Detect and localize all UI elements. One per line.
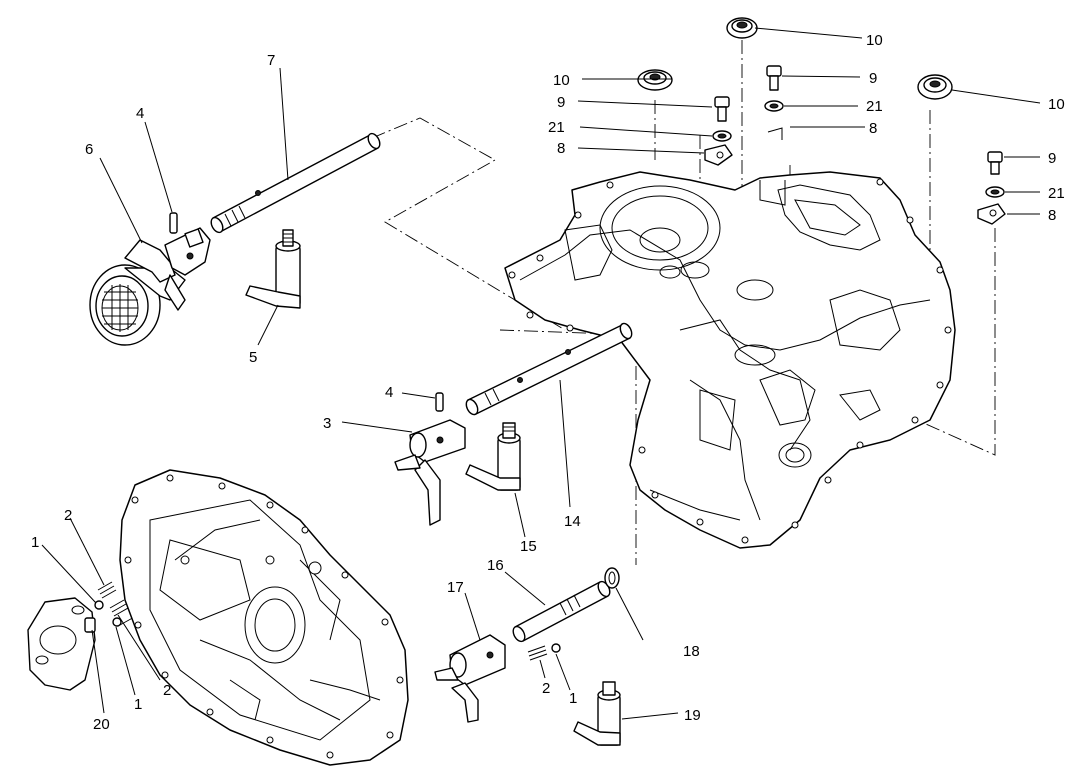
shift-rod-7 xyxy=(210,132,381,234)
detent-spring-ball-lower xyxy=(527,643,561,661)
callout-6: 6 xyxy=(85,141,93,158)
callout-labels: 1 1 1 2 2 2 3 4 4 5 6 7 8 8 8 9 9 9 10 1… xyxy=(31,32,1065,733)
bolt-9-right xyxy=(987,151,1003,175)
oil-seal-10-top xyxy=(726,17,758,39)
callout-10: 10 xyxy=(1048,96,1065,113)
detent-springs-balls-upper xyxy=(84,581,129,633)
callout-21: 21 xyxy=(866,98,883,115)
callout-16: 16 xyxy=(487,557,504,574)
callout-2: 2 xyxy=(163,682,171,699)
bolt-9-left xyxy=(714,96,730,122)
callout-14: 14 xyxy=(564,513,581,530)
callout-8: 8 xyxy=(557,140,565,157)
callout-17: 17 xyxy=(447,579,464,596)
callout-4: 4 xyxy=(136,105,144,122)
shift-fork-6 xyxy=(124,227,211,311)
transmission-case xyxy=(504,171,956,549)
callout-4: 4 xyxy=(385,384,393,401)
shift-rod-14 xyxy=(465,322,633,416)
snap-ring-18 xyxy=(604,567,620,589)
shift-lever-15 xyxy=(465,422,521,491)
leader-lines xyxy=(41,27,1041,720)
callout-9: 9 xyxy=(1048,150,1056,167)
callout-1: 1 xyxy=(31,534,39,551)
oil-seal-10-right xyxy=(917,74,953,100)
callout-9: 9 xyxy=(869,70,877,87)
callout-1: 1 xyxy=(569,690,577,707)
callout-5: 5 xyxy=(249,349,257,366)
clip-21-left xyxy=(712,130,732,142)
callout-2: 2 xyxy=(64,507,72,524)
oil-seal-10-left xyxy=(637,69,673,91)
shift-fork-3 xyxy=(394,419,466,526)
end-cover-housing xyxy=(119,469,409,766)
callout-3: 3 xyxy=(323,415,331,432)
clip-21-right xyxy=(985,186,1005,198)
shift-lever-5 xyxy=(245,229,301,309)
callout-19: 19 xyxy=(684,707,701,724)
roll-pin-4-upper xyxy=(169,212,178,234)
callout-21: 21 xyxy=(1048,185,1065,202)
callout-21: 21 xyxy=(548,119,565,136)
bolt-9-center xyxy=(766,65,782,91)
lock-plate-8-center xyxy=(767,127,783,140)
callout-1: 1 xyxy=(134,696,142,713)
callout-10: 10 xyxy=(553,72,570,89)
roll-pin-4-lower xyxy=(435,392,444,412)
callout-8: 8 xyxy=(869,120,877,137)
callout-7: 7 xyxy=(267,52,275,69)
callout-15: 15 xyxy=(520,538,537,555)
callout-18: 18 xyxy=(683,643,700,660)
lock-plate-8-left xyxy=(704,144,733,166)
clip-21-center xyxy=(764,100,784,112)
callout-8: 8 xyxy=(1048,207,1056,224)
shift-rod-16 xyxy=(512,580,611,643)
lock-plate-8-right xyxy=(977,203,1006,225)
callout-20: 20 xyxy=(93,716,110,733)
callout-10: 10 xyxy=(866,32,883,49)
callout-2: 2 xyxy=(542,680,550,697)
shift-fork-17 xyxy=(434,634,506,723)
detent-cover xyxy=(27,597,96,691)
shift-lever-19 xyxy=(573,681,621,746)
callout-9: 9 xyxy=(557,94,565,111)
